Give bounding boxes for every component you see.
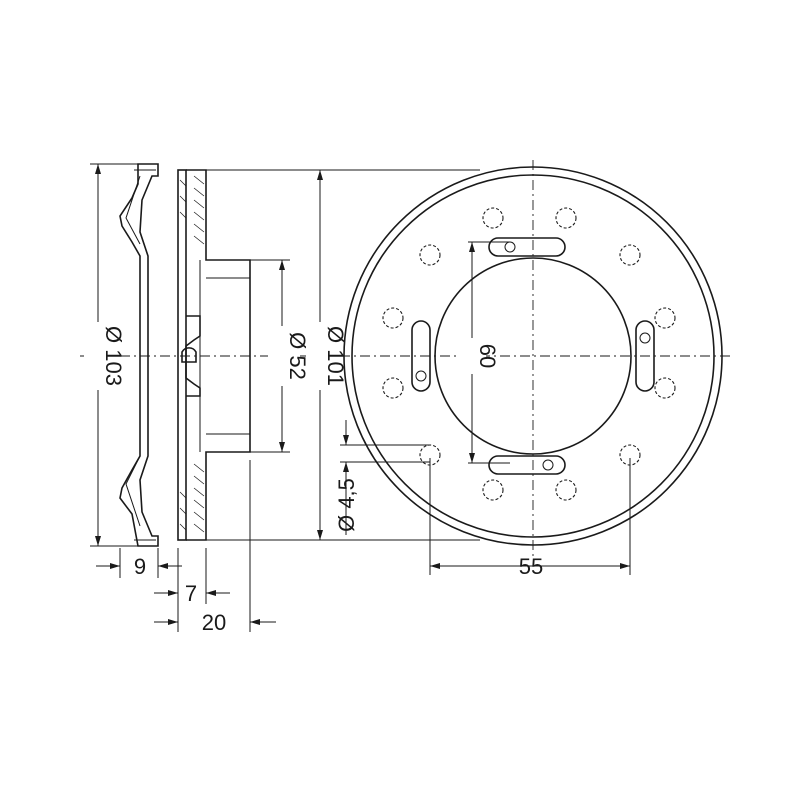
dim-cover-depth: 9 (134, 554, 146, 579)
perimeter-holes (382, 207, 676, 501)
dim-slot-distance: 60 (475, 344, 500, 368)
dim-hole-spacing: 55 (519, 554, 543, 579)
section-hatching (179, 175, 205, 533)
dimension-labels: Ø 103 Ø 101 Ø 52 60 Ø 4,5 55 9 7 20 (84, 322, 543, 635)
centerlines (80, 160, 730, 560)
dim-hub-diameter: Ø 52 (285, 332, 310, 380)
dim-outer-cover-diameter: Ø 103 (101, 326, 126, 386)
base-side-profile (177, 169, 251, 541)
dim-base-outer-diameter: Ø 101 (323, 326, 348, 386)
dim-hole-diameter: Ø 4,5 (334, 478, 359, 532)
dim-flange-thickness: 7 (185, 581, 197, 606)
dim-overall-depth: 20 (202, 610, 226, 635)
dimension-lines (90, 163, 631, 632)
cover-side-profile (119, 163, 159, 547)
